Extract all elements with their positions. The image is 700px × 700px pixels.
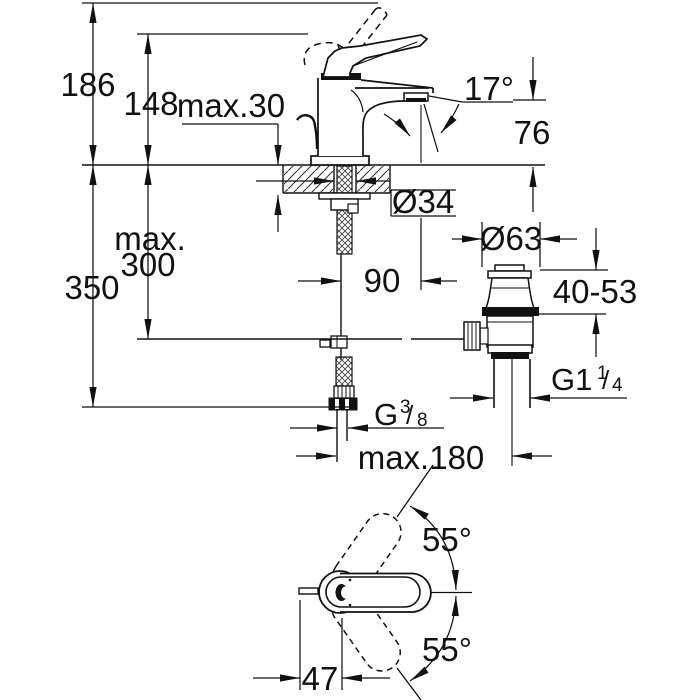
label-spray-angle: 17° <box>464 70 514 107</box>
dim-spout-reach <box>298 218 457 290</box>
dim-spout-offset <box>253 600 390 690</box>
handle-swivel-dashed <box>330 512 402 672</box>
label-waste-flange-diameter: Ø63 <box>480 220 542 257</box>
dim-hole-diameter <box>256 177 456 217</box>
height-reference-lines <box>82 2 378 35</box>
waste-thread-slash: / <box>602 365 610 395</box>
waste-thread-denominator: 4 <box>612 375 623 396</box>
label-pullrod-drop-value: 300 <box>120 246 175 283</box>
dim-waste-clamp-range <box>532 228 608 357</box>
label-mounting-thickness: max.30 <box>177 87 285 124</box>
waste-seal-ring <box>482 307 539 316</box>
waste-thread-base: G1 <box>551 362 592 397</box>
swivel-leader-lines <box>396 464 434 700</box>
label-hole-diameter: Ø34 <box>392 183 454 220</box>
supply-thread-slash: / <box>406 400 414 430</box>
faucet-body <box>296 73 434 166</box>
supply-thread-base: G <box>374 397 398 432</box>
label-pullrod-drop-prefix: max. <box>114 220 186 257</box>
label-hose-drop: 350 <box>64 269 119 306</box>
supply-hose <box>318 165 371 462</box>
label-waste-thread: G1 1 / 4 <box>551 362 623 397</box>
front-view <box>82 7 545 462</box>
dimension-labels: 186 148 max.30 17° 76 Ø34 Ø63 max. 300 3… <box>60 66 637 697</box>
waste-thread-numerator: 1 <box>597 363 608 384</box>
dim-waste-flange-diameter <box>452 222 577 267</box>
dim-spray-angle <box>383 95 513 163</box>
waste-valve <box>463 264 539 466</box>
dimensions <box>82 2 627 690</box>
label-spout-offset: 47 <box>302 660 339 697</box>
label-waste-clamp-range: 40-53 <box>553 273 637 310</box>
label-swivel-up: 55° <box>422 521 472 558</box>
label-spout-reach: 90 <box>364 262 401 299</box>
dim-mounting-thickness <box>182 123 282 232</box>
label-center-distance: max.180 <box>358 439 485 476</box>
label-supply-thread: G 3 / 8 <box>374 397 428 432</box>
label-swivel-down: 55° <box>422 631 472 668</box>
label-overall-height: 186 <box>60 66 115 103</box>
dim-hose-drop <box>82 165 350 408</box>
pullrod-knob <box>296 114 319 150</box>
spout-tip-top <box>298 587 319 595</box>
supply-thread-numerator: 3 <box>400 397 411 418</box>
handle-lever <box>321 34 429 78</box>
supply-thread-denominator: 8 <box>417 410 428 431</box>
dim-swivel-arcs <box>409 505 459 682</box>
label-spout-height: 76 <box>514 114 551 151</box>
countertop-section <box>82 164 545 194</box>
top-view <box>298 464 472 700</box>
dim-spout-height <box>513 57 546 212</box>
label-handle-height: 148 <box>123 85 178 122</box>
